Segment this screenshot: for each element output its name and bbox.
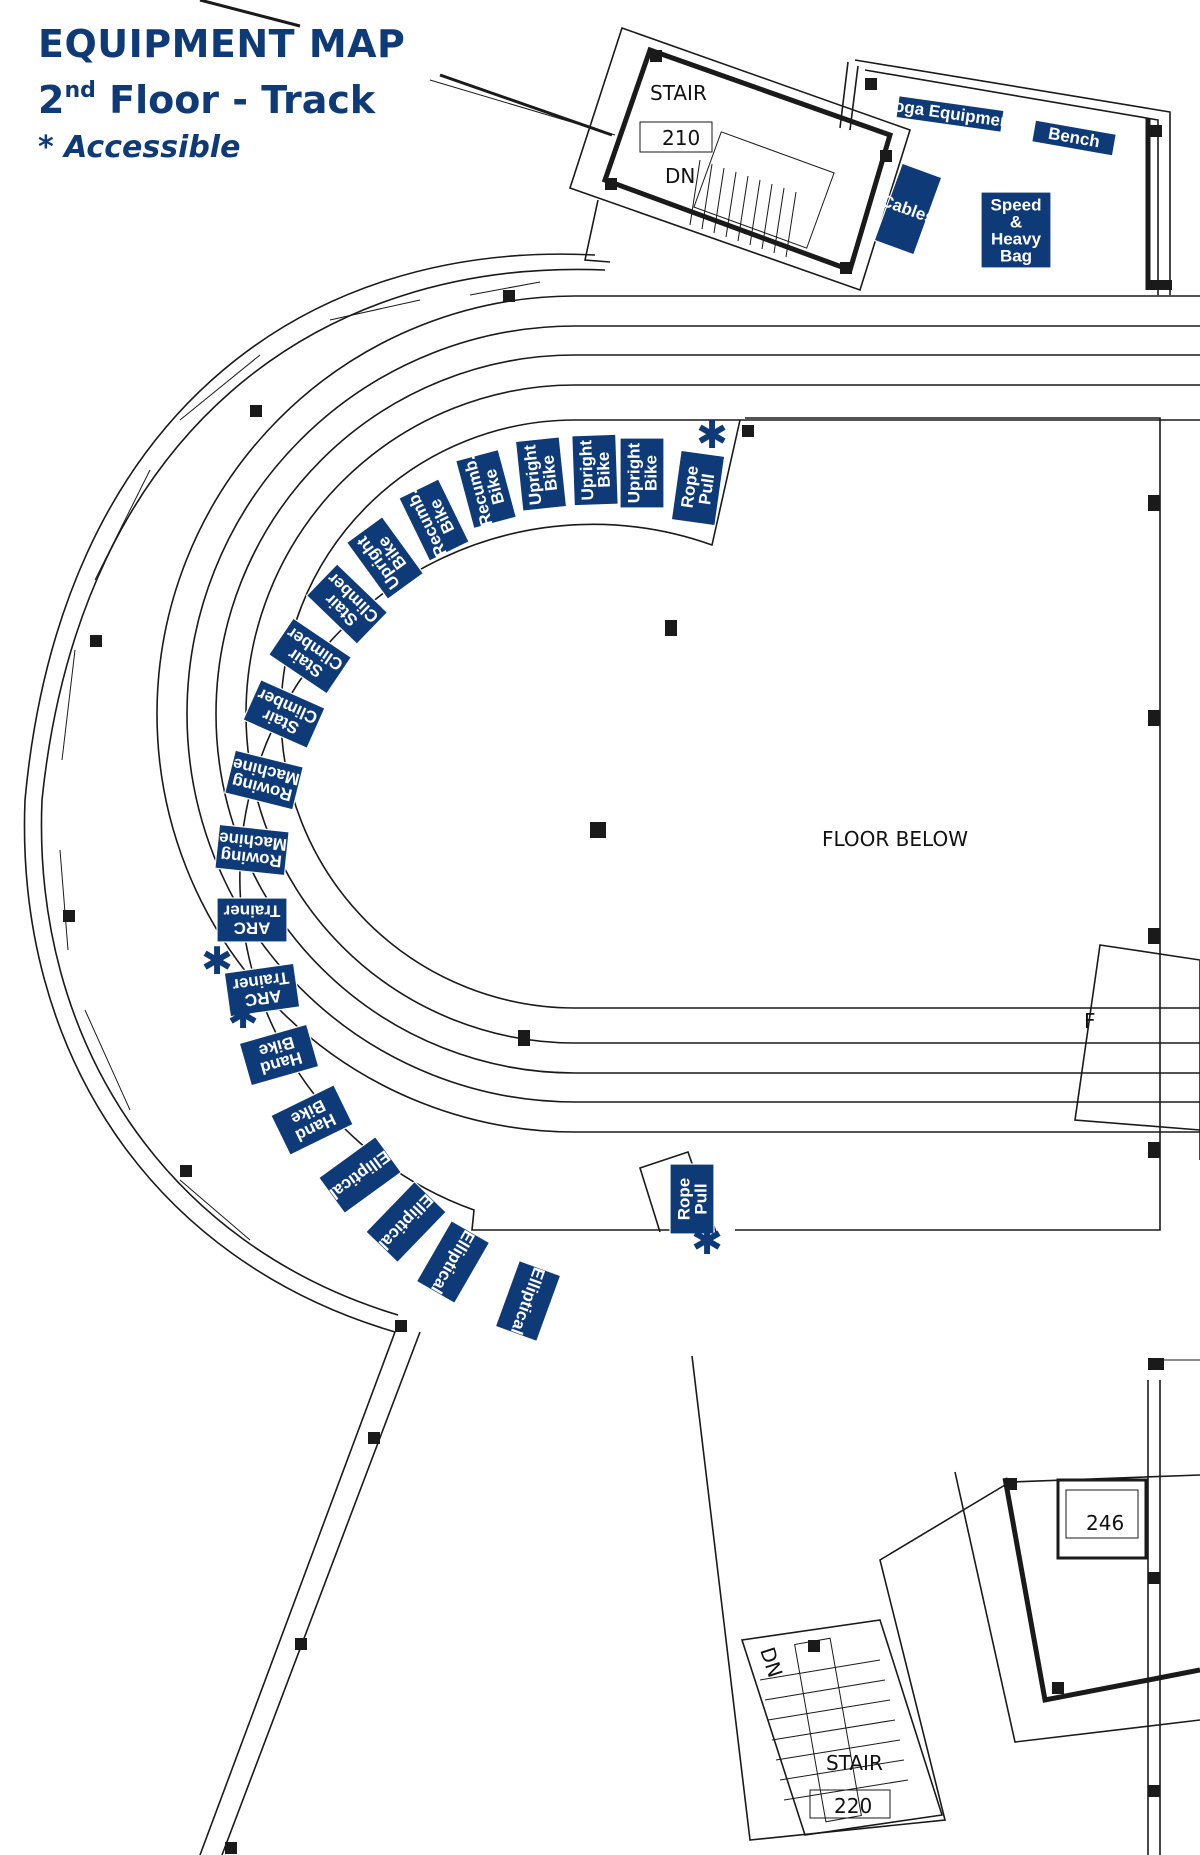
equipment-recumb-bike-9: Recumb.Bike	[398, 478, 470, 562]
equipment-box	[1031, 119, 1117, 157]
room-210-label: 210	[662, 126, 700, 150]
dn-bottom-label: DN	[755, 1644, 787, 1680]
equipment-cables-2: Cables	[873, 162, 943, 256]
equipment-elliptical-23: Elliptical	[494, 1259, 562, 1343]
outer-wall	[23, 253, 606, 1333]
lower-building	[691, 1355, 1200, 1855]
equipment-label: RowingMachine	[227, 754, 302, 805]
accessible-star-icon: ✱	[201, 939, 233, 983]
equipment-box	[216, 897, 288, 943]
room-220-label: 220	[834, 1794, 872, 1818]
equipment-stair-climber-12: StairClimber	[267, 617, 353, 695]
stair-top-label: STAIR	[650, 81, 707, 105]
equipment-box	[619, 437, 665, 509]
accessible-star-icon: ✱	[691, 1219, 723, 1263]
equipment-box	[980, 191, 1052, 269]
equipment-upright-bike-10: UprightBike	[345, 515, 425, 601]
equipment-box	[454, 448, 518, 530]
lower-left-corridor	[199, 1331, 421, 1855]
equipment-box	[223, 749, 305, 811]
equipment-label: ARCTrainer	[223, 902, 280, 938]
equipment-box	[895, 95, 1005, 133]
equipment-elliptical-20: Elliptical	[317, 1135, 403, 1215]
equipment-bench-1: Bench	[1031, 119, 1117, 157]
room-246-label: 246	[1086, 1511, 1124, 1535]
equipment-rope-pull-4: RopePull	[670, 449, 726, 527]
equipment-box	[873, 162, 943, 256]
equipment-box	[670, 449, 726, 527]
accessible-legend: * Accessible	[38, 130, 241, 165]
equipment-box	[365, 1180, 447, 1264]
equipment-label: Yoga Equipment	[883, 95, 1018, 132]
equipment-arc-trainer-16: ARCTrainer	[216, 897, 288, 943]
accessible-star-icon: ✱	[227, 993, 259, 1037]
equipment-arc-trainer-17: ARCTrainer	[223, 962, 301, 1018]
equipment-box	[305, 563, 389, 645]
stair-bottom-label: STAIR	[826, 1751, 883, 1775]
equipment-upright-bike-5: UprightBike	[619, 437, 665, 509]
equipment-box	[494, 1259, 562, 1343]
equipment-box	[238, 1023, 320, 1087]
equipment-box	[267, 617, 353, 695]
equipment-box	[415, 1219, 491, 1305]
partial-label: F	[1084, 1009, 1096, 1033]
floor-label: Floor - Track	[109, 78, 376, 122]
equipment-hand-bike-18: HandBike	[238, 1023, 320, 1087]
equipment-label: RopePull	[674, 1178, 710, 1221]
equipment-elliptical-22: Elliptical	[415, 1219, 491, 1305]
equipment-box	[223, 962, 301, 1018]
equipment-box	[571, 433, 619, 507]
equipment-box	[242, 678, 326, 750]
equipment-label: UprightBike	[576, 439, 614, 501]
equipment-box	[317, 1135, 403, 1215]
equipment-rope-pull-24: RopePull	[669, 1163, 715, 1235]
equipment-label: UprightBike	[624, 442, 660, 503]
structural-columns	[63, 50, 1172, 1854]
equipment-hand-bike-19: HandBike	[270, 1084, 354, 1156]
equipment-box	[214, 823, 290, 877]
dn-top-label: DN	[665, 164, 695, 188]
map-title: EQUIPMENT MAP	[38, 22, 406, 66]
equipment-upright-bike-7: UprightBike	[514, 436, 568, 512]
floor-number: 2	[38, 78, 65, 122]
equipment-upright-bike-6: UprightBike	[571, 433, 619, 507]
equipment-stair-climber-13: StairClimber	[242, 678, 326, 750]
equipment-recumb-bike-8: Recumb.Bike	[454, 448, 518, 530]
equipment-box	[345, 515, 425, 601]
equipment-rowing-machine-14: RowingMachine	[223, 749, 305, 811]
floor-heading: 2nd Floor - Track	[38, 78, 375, 122]
equipment-box	[270, 1084, 354, 1156]
plan-labels: STAIR 210 DN FLOOR BELOW F 246 DN STAIR …	[650, 81, 1124, 1818]
accessible-star-icon: ✱	[696, 413, 728, 457]
equipment-rowing-machine-15: RowingMachine	[214, 823, 290, 877]
floor-below-label: FLOOR BELOW	[822, 827, 968, 851]
equipment-box	[514, 436, 568, 512]
equipment-label: RowingMachine	[216, 828, 287, 871]
equipment-box	[669, 1163, 715, 1235]
equipment-box	[398, 478, 470, 562]
equipment-label: RopePull	[677, 464, 719, 511]
floor-suffix: nd	[64, 78, 96, 103]
